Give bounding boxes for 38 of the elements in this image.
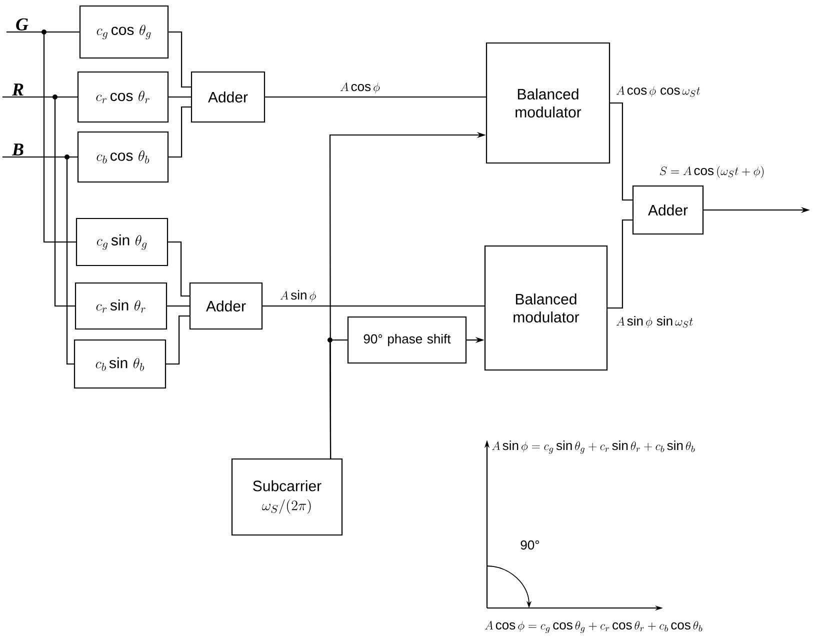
process-box: Adder: [632, 185, 704, 235]
connector: [168, 31, 191, 88]
coefficient-box: $c_r \sin\,\theta_r$: [74, 282, 168, 330]
oscillator-box: Subcarrier $\omega_S/(2\pi)$: [231, 458, 343, 536]
coefficient-box: $c_g \cos\,\theta_g$: [79, 5, 169, 59]
connector: [168, 106, 191, 158]
edge-label: $A\cos\phi$: [338, 81, 382, 95]
coefficient-box: $c_b \sin\,\theta_b$: [74, 339, 166, 389]
connector: [2, 154, 74, 365]
edge-label: $A\sin\phi$: [278, 288, 318, 304]
equation-label: $A\cos\phi = c_g\cos\theta_g + c_r\cos\theta_r + c_b\cos\theta_b$: [484, 620, 702, 634]
coefficient-box: $c_b \cos\,\theta_b$: [77, 131, 169, 183]
connector: [608, 219, 632, 309]
connector: [168, 241, 190, 297]
connector: [167, 305, 190, 307]
connector: [328, 338, 348, 458]
input-label: B: [12, 144, 24, 156]
edge-label: $S=A\cos\,(\omega_S t+\phi)$: [658, 164, 766, 180]
connector: [262, 305, 484, 307]
coefficient-box: $c_g \sin\,\theta_g$: [76, 218, 168, 266]
process-box: Balanced modulator: [484, 245, 608, 371]
edge-label: $A\cos\phi\,\cos\omega_S t$: [614, 84, 702, 98]
input-label: G: [16, 18, 28, 30]
equation-label: $A\sin\phi = c_g\sin\theta_g + c_r\sin\theta_r + c_b\sin\theta_b$: [492, 440, 695, 454]
process-box: Balanced modulator: [486, 42, 610, 164]
process-box: Adder: [190, 71, 266, 123]
process-box: 90° phase shift: [347, 316, 467, 364]
connector: [265, 96, 486, 98]
angle-label: 90°: [520, 540, 540, 550]
coefficient-box: $c_r \cos\,\theta_r$: [77, 71, 169, 123]
input-label: R: [12, 84, 24, 96]
connector: [610, 102, 632, 201]
connector: [2, 94, 75, 307]
edge-label: $A\sin\phi\,\sin\omega_S t$: [614, 314, 695, 330]
connector: [166, 315, 190, 365]
process-box: Adder: [189, 282, 263, 330]
connector: [6, 30, 76, 243]
connector: [168, 96, 191, 98]
